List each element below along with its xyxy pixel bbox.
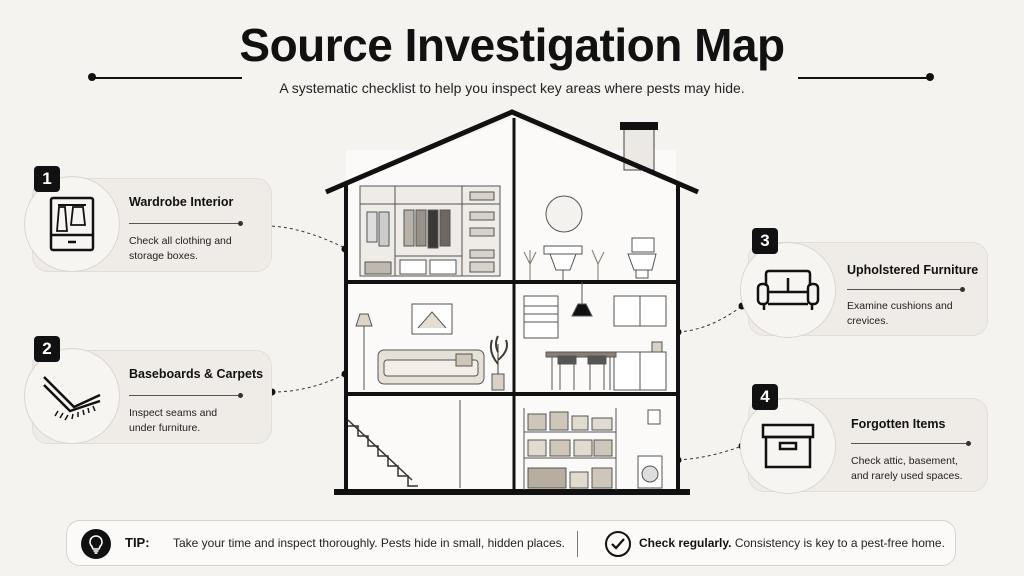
step-badge-4: 4 [752,384,778,410]
card-divider [847,287,965,292]
check-regularly-text: Check regularly. Consistency is key to a… [639,536,945,550]
wardrobe-closet [359,185,501,277]
tip-separator [577,531,578,557]
step-badge-2: 2 [34,336,60,362]
bathroom [523,195,657,280]
check-circle-icon [605,531,631,557]
sofa-icon [740,242,836,338]
step-badge-1: 1 [34,166,60,192]
card-title: Wardrobe Interior [129,195,234,209]
connector-wardrobe [265,225,346,249]
card-divider [129,393,243,398]
tip-bar: TIP: Take your time and inspect thorough… [66,520,956,566]
step-badge-3: 3 [752,228,778,254]
title-rule-right [798,77,930,79]
connector-lines [265,225,743,461]
staircase [347,400,461,488]
page-title: Source Investigation Map [239,19,785,71]
card-divider [851,441,971,446]
tip-text: Take your time and inspect thoroughly. P… [173,536,565,550]
card-title: Upholstered Furniture [847,263,979,277]
kitchen [523,282,667,391]
baseboard-icon [24,348,120,444]
connector-sofa [677,305,743,333]
page-subtitle: A systematic checklist to help you inspe… [279,80,745,96]
card-title: Forgotten Items [851,417,946,431]
storage-shelves [523,408,663,490]
title-rule-right-dot [926,73,934,81]
connector-baseboards [271,373,346,393]
title-rule-left [92,77,242,79]
card-title: Baseboards & Carpets [129,367,264,381]
title-rule-left-dot [88,73,96,81]
living-room [355,303,508,391]
wardrobe-icon [24,176,120,272]
lightbulb-icon [81,529,111,559]
storage-box-icon [740,398,836,494]
tip-label: TIP: [125,535,150,550]
card-description: Check attic, basement,and rarely used sp… [851,455,963,482]
connector-forgotten [677,445,743,461]
card-divider [129,221,243,226]
